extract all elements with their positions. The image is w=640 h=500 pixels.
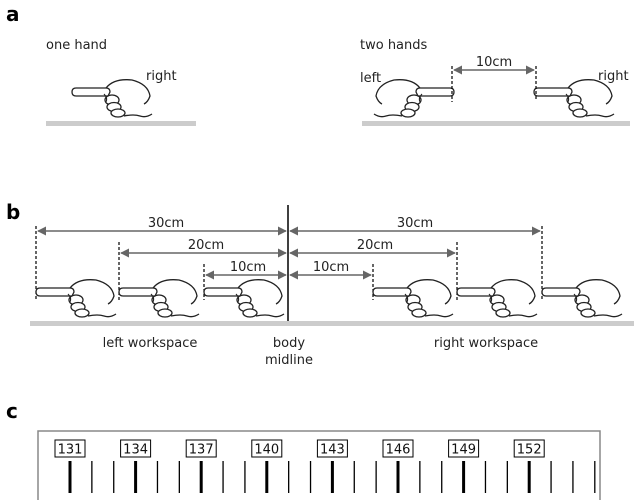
- distance-label: 10cm: [476, 55, 512, 70]
- pointing-hand-icon: [373, 280, 453, 317]
- scale-label: 137: [189, 443, 214, 458]
- distance-label-20cm-left: 20cm: [188, 238, 224, 253]
- distance-label-10cm-left: 10cm: [230, 260, 266, 275]
- surface-one-hand: [46, 121, 196, 126]
- scale-label: 152: [517, 443, 542, 458]
- scale-label: 134: [123, 443, 148, 458]
- workspace-surface: [30, 321, 634, 326]
- scale-label: 149: [451, 443, 476, 458]
- panel-c-label: c: [6, 399, 18, 423]
- pointing-hand-icon: [534, 80, 614, 117]
- pointing-hand-icon: [119, 280, 199, 317]
- midline-label-line2: midline: [265, 353, 313, 368]
- distance-label-30cm-right: 30cm: [397, 216, 433, 231]
- panel-a-label: a: [6, 2, 20, 26]
- one-hand-title: one hand: [46, 38, 107, 53]
- scale-label: 131: [58, 443, 83, 458]
- two-hands-title: two hands: [360, 38, 428, 53]
- distance-label-30cm-left: 30cm: [148, 216, 184, 231]
- midline-label-line1: body: [273, 336, 305, 351]
- surface-two-hands: [362, 121, 630, 126]
- scale-label: 143: [320, 443, 345, 458]
- distance-label-10cm-right: 10cm: [313, 260, 349, 275]
- pointing-hand-icon: [72, 80, 152, 117]
- scale-label: 140: [254, 443, 279, 458]
- right-workspace-label: right workspace: [434, 336, 538, 351]
- pointing-hand-icon: [36, 280, 116, 317]
- scale-label: 146: [386, 443, 411, 458]
- distance-label-20cm-right: 20cm: [357, 238, 393, 253]
- panel-b-label: b: [6, 200, 20, 224]
- left-workspace-label: left workspace: [103, 336, 198, 351]
- pointing-hand-icon: [457, 280, 537, 317]
- one-hand-side-label: right: [146, 69, 177, 84]
- pointing-hand-icon: [374, 80, 454, 117]
- pointing-hand-icon: [542, 280, 622, 317]
- left-hand-label: left: [360, 71, 381, 86]
- right-hand-label: right: [598, 69, 629, 84]
- pointing-hand-icon: [204, 280, 284, 317]
